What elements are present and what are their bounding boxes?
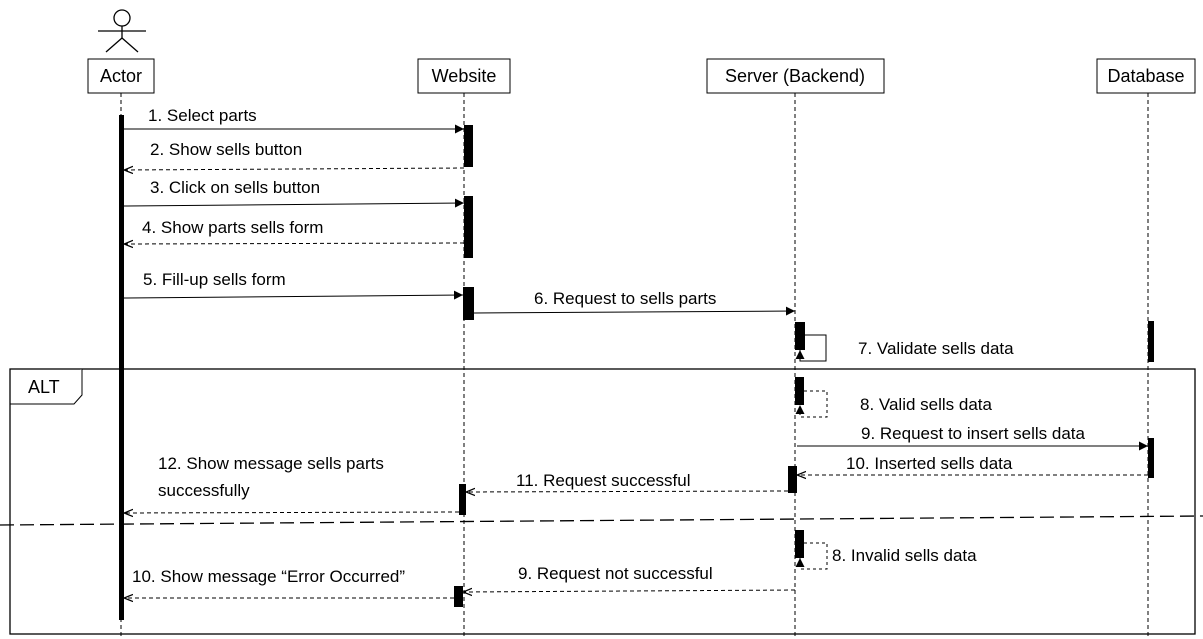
activation-database-2 bbox=[1148, 438, 1154, 478]
message-15-label: 10. Show message “Error Occurred” bbox=[132, 567, 405, 586]
message-14-arrow bbox=[463, 590, 796, 592]
message-4-label: 4. Show parts sells form bbox=[142, 218, 323, 237]
participant-server-label: Server (Backend) bbox=[725, 66, 865, 86]
message-11-label: 11. Request successful bbox=[516, 471, 691, 490]
activation-website-5 bbox=[454, 586, 463, 607]
message-10-label: 10. Inserted sells data bbox=[846, 454, 1013, 473]
participant-database: Database bbox=[1096, 58, 1196, 94]
message-12-label-line2: successfully bbox=[158, 481, 250, 500]
activation-database-1 bbox=[1148, 321, 1154, 362]
activation-website-1 bbox=[464, 125, 473, 167]
message-7-label: 7. Validate sells data bbox=[858, 339, 1014, 358]
alt-operator-label: ALT bbox=[28, 377, 60, 397]
participant-website-label: Website bbox=[432, 66, 497, 86]
message-7-arrow bbox=[795, 334, 827, 362]
participant-actor-label: Actor bbox=[100, 66, 142, 86]
message-9-label: 9. Request to insert sells data bbox=[861, 424, 1086, 443]
message-3-arrow bbox=[123, 198, 465, 208]
alt-separator bbox=[0, 515, 1203, 526]
message-6-arrow bbox=[473, 306, 796, 316]
activation-website-2 bbox=[464, 196, 473, 258]
message-8-arrow bbox=[795, 390, 828, 418]
message-2-label: 2. Show sells button bbox=[150, 140, 302, 159]
message-5-label: 5. Fill-up sells form bbox=[143, 270, 286, 289]
activation-website-4 bbox=[459, 484, 466, 515]
activation-server-2 bbox=[795, 377, 804, 405]
message-8-label: 8. Valid sells data bbox=[860, 395, 993, 414]
activation-website-3 bbox=[463, 287, 474, 320]
message-1-label: 1. Select parts bbox=[148, 106, 257, 125]
message-2-arrow bbox=[124, 168, 465, 170]
participant-database-label: Database bbox=[1107, 66, 1184, 86]
activation-actor bbox=[119, 115, 124, 620]
message-12-arrow bbox=[124, 512, 460, 513]
activation-server-4 bbox=[795, 530, 804, 558]
message-12-label-line1: 12. Show message sells parts bbox=[158, 454, 384, 473]
message-6-label: 6. Request to sells parts bbox=[534, 289, 716, 308]
message-4-arrow bbox=[124, 243, 465, 244]
participant-actor: Actor bbox=[87, 58, 155, 94]
message-13-arrow bbox=[795, 542, 828, 570]
message-13-label: 8. Invalid sells data bbox=[832, 546, 977, 565]
message-5-arrow bbox=[123, 290, 464, 300]
activation-server-1 bbox=[795, 322, 805, 350]
actor-stick-figure-icon bbox=[98, 9, 146, 53]
activation-server-3 bbox=[788, 466, 797, 493]
message-3-label: 3. Click on sells button bbox=[150, 178, 320, 197]
participant-server: Server (Backend) bbox=[706, 58, 885, 94]
message-14-label: 9. Request not successful bbox=[518, 564, 713, 583]
participant-website: Website bbox=[417, 58, 511, 94]
alt-fragment: ALT bbox=[0, 368, 1203, 635]
message-11-arrow bbox=[466, 491, 789, 492]
